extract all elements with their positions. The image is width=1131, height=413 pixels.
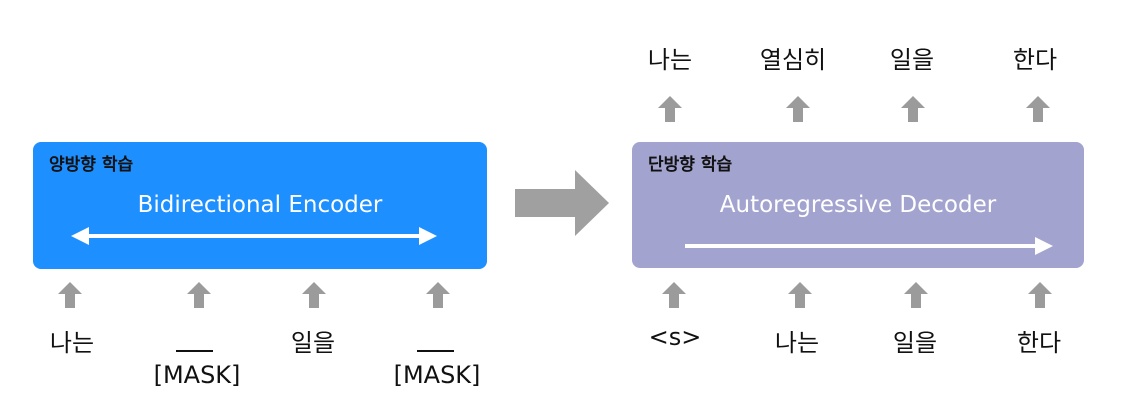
up-arrow-icon: [901, 96, 925, 122]
up-arrow-icon: [302, 282, 326, 308]
up-arrow-icon: [1026, 96, 1050, 122]
up-arrow-icon: [1028, 282, 1052, 308]
up-arrow-icon: [426, 282, 450, 308]
encoder-input-token: 일을: [290, 329, 336, 357]
encoder-input-token: 나는: [49, 329, 95, 357]
mask-token: [MASK]: [153, 361, 241, 389]
up-arrow-icon: [788, 282, 812, 308]
encoder-label: 양방향 학습: [49, 155, 134, 175]
up-arrow-icon: [786, 96, 810, 122]
mask-blank: [417, 350, 454, 352]
up-arrow-icon: [187, 282, 211, 308]
up-arrow-icon: [58, 282, 82, 308]
decoder-output-token: 열심히: [759, 46, 827, 74]
right-arrow-icon: [685, 237, 1053, 255]
decoder-output-token: 한다: [1012, 46, 1058, 74]
decoder-output-token: 일을: [889, 46, 935, 74]
bidirectional-arrow-icon: [71, 227, 437, 245]
decoder-input-token: 한다: [1016, 329, 1062, 357]
encoder-title: Bidirectional Encoder: [137, 192, 383, 218]
decoder-label: 단방향 학습: [648, 155, 733, 175]
transition-arrow-icon: [515, 170, 609, 236]
up-arrow-icon: [662, 282, 686, 308]
decoder-input-token: 나는: [774, 329, 820, 357]
autoregressive-decoder-box: 단방향 학습 Autoregressive Decoder: [632, 142, 1084, 268]
decoder-output-token: 나는: [647, 46, 693, 74]
mask-blank: [176, 350, 213, 352]
decoder-input-token: <s>: [648, 323, 702, 351]
bidirectional-encoder-box: 양방향 학습 Bidirectional Encoder: [33, 142, 487, 269]
mask-token: [MASK]: [393, 361, 481, 389]
decoder-title: Autoregressive Decoder: [719, 192, 997, 218]
decoder-input-token: 일을: [892, 329, 938, 357]
up-arrow-icon: [904, 282, 928, 308]
up-arrow-icon: [658, 96, 682, 122]
